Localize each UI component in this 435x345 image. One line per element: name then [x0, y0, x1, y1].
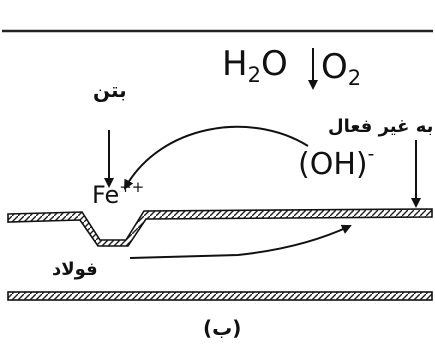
water-label: H2O: [222, 44, 288, 88]
figure-caption: (ب): [203, 316, 242, 340]
iron-ion-label: Fe++: [92, 177, 145, 209]
hydroxide-flow-arrow: [124, 125, 309, 190]
oxygen-label: O2: [321, 47, 362, 91]
upper-bar-pit-region: [7, 208, 433, 247]
lower-steel-bar: [7, 291, 433, 301]
steel-label: فولاد: [52, 259, 98, 280]
passive-label: به غیر فعال: [328, 116, 434, 137]
hydroxide-label: (OH)-: [298, 144, 375, 182]
upper-steel-bar: [7, 208, 433, 247]
concrete-label: بتن: [93, 78, 127, 102]
electron-current-arrow: [129, 224, 352, 259]
